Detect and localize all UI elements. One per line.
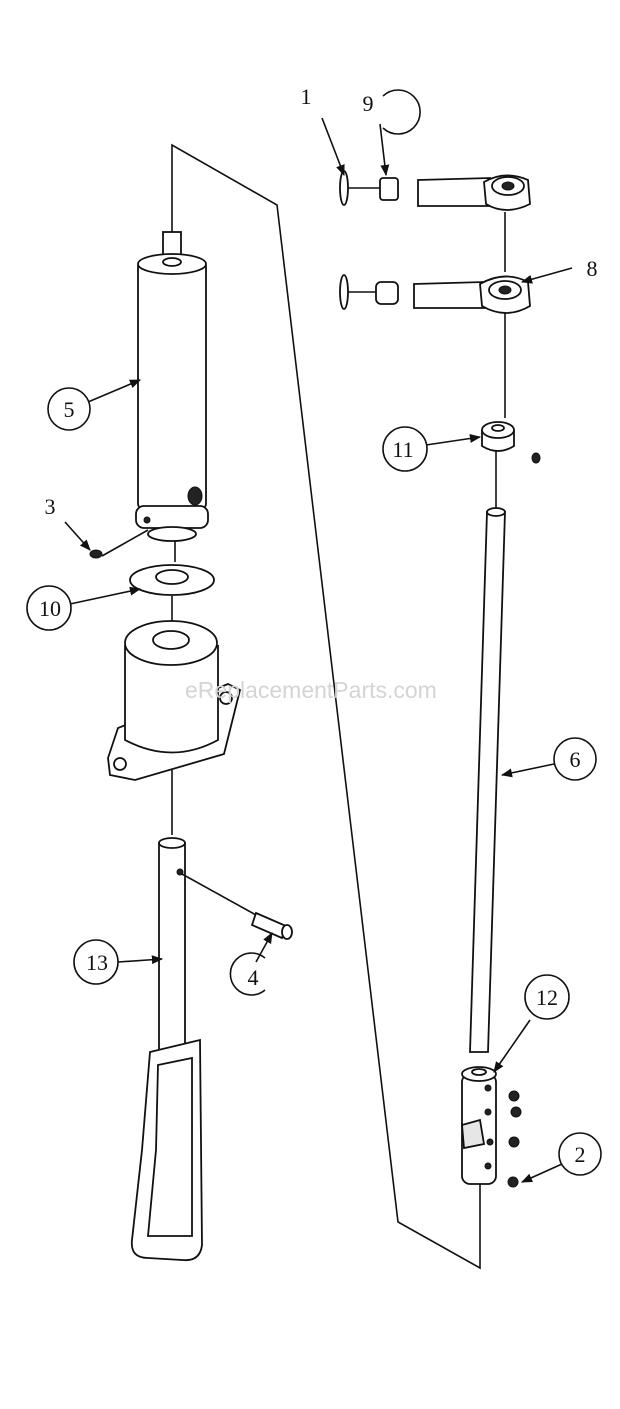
- callout-13: 13: [86, 950, 108, 975]
- mount-housing: [107, 620, 242, 781]
- pin-part-4: [181, 873, 293, 940]
- callout-9-circle: [382, 89, 421, 135]
- callout-11-circle: [382, 426, 428, 472]
- watermark: eReplacementParts.com: [185, 677, 437, 703]
- callout-6-circle: [553, 737, 597, 781]
- callout-9: 9: [363, 91, 374, 116]
- collar-part-11: [481, 421, 541, 464]
- callout-5-circle: [47, 387, 91, 431]
- callout-1: 1: [301, 84, 312, 109]
- callout-10-circle: [26, 585, 72, 631]
- callout-8: 8: [587, 256, 598, 281]
- callouts: 1 9 8 5 11 3 10 6 13 4 12 2: [26, 84, 602, 1176]
- callout-4: 4: [248, 965, 259, 990]
- callout-2-circle: [558, 1132, 602, 1176]
- set-screws-part-2: [507, 1090, 522, 1188]
- center-lines: [171, 187, 506, 835]
- callout-13-circle: [73, 939, 119, 985]
- callout-2: 2: [575, 1142, 586, 1167]
- callout-12: 12: [536, 985, 558, 1010]
- callout-5: 5: [64, 397, 75, 422]
- washer-part-10: [129, 564, 215, 596]
- nut-part-9: [375, 177, 399, 305]
- callout-10: 10: [39, 596, 61, 621]
- lever-part-13: [130, 837, 203, 1262]
- washer-part-1: [339, 170, 349, 310]
- rod-part-6: [469, 507, 506, 1053]
- callout-6: 6: [570, 747, 581, 772]
- callout-12-circle: [524, 974, 570, 1020]
- callout-3: 3: [45, 494, 56, 519]
- callout-4-circle: [229, 952, 266, 996]
- callout-11: 11: [392, 437, 413, 462]
- screw-part-3: [89, 549, 103, 559]
- assembly-outline: [171, 143, 481, 1270]
- coupler-part-12: [461, 1066, 497, 1185]
- leader-lines: [64, 117, 573, 1183]
- rod-end-part-8: [413, 174, 531, 314]
- cylinder-part-5: [135, 231, 209, 542]
